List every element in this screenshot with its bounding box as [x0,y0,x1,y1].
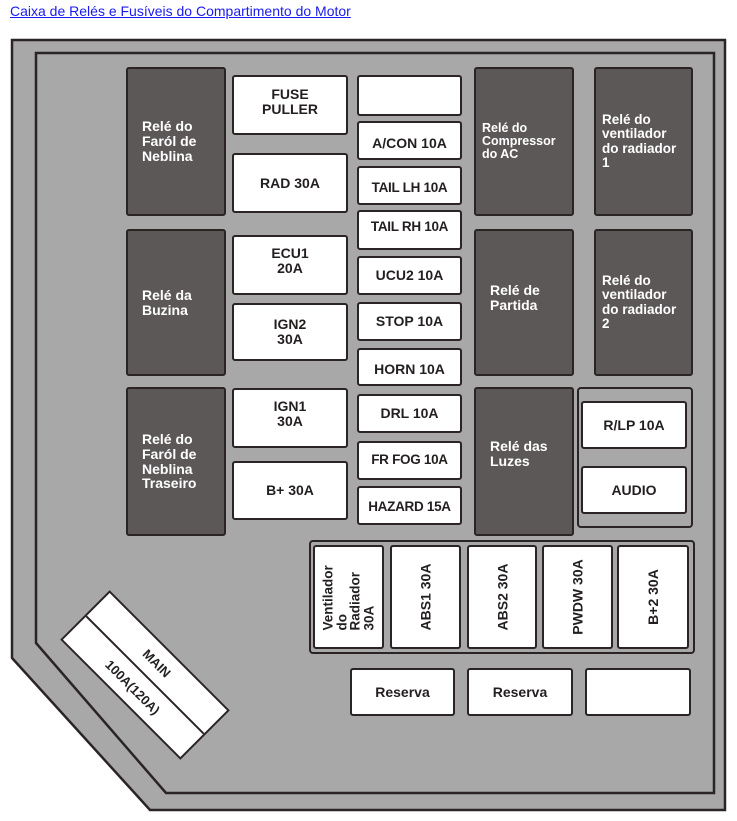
relay-front-fog-light: Relé do Faról de Neblina [126,67,226,216]
relay-label: Relé do Faról de Neblina Traseiro [142,431,197,492]
fuse-label: AUDIO [611,481,657,498]
title-link[interactable]: Caixa de Relés e Fusíveis do Compartimen… [10,3,351,19]
fuse-label: ABS2 30A [494,563,511,631]
relay-label: Relé do Faról de Neblina [142,118,197,164]
relay-rear-fog-light: Relé do Faról de Neblina Traseiro [126,387,226,536]
fuse-label: B+2 30A [645,569,661,625]
fuse-acon: A/CON 10A [357,121,462,160]
fuse-label: IGN1 30A [273,398,307,429]
relay-label: Relé de Partida [490,282,540,313]
fuse-horn: HORN 10A [357,348,462,386]
relay-radiator-fan-2: Relé do ventilador do radiador 2 [594,229,693,376]
fuse-label: IGN2 30A [273,316,307,347]
fuse-fr-fog: FR FOG 10A [357,441,462,480]
fuse-label: A/CON 10A [372,135,447,152]
fuse-hazard: HAZARD 15A [357,486,462,525]
relay-radiator-fan-1: Relé do ventilador do radiador 1 [594,67,693,216]
fuse-label: DRL 10A [380,405,439,422]
fuse-label: FUSE PULLER [262,86,318,117]
fuse-label: HAZARD 15A [368,499,451,515]
fuse-blank [357,75,462,116]
fuse-label: Reserva [492,683,548,700]
fuse-radiator-fan: Ventilador do Radiador 30A [313,545,384,649]
fuse-rlp: R/LP 10A [581,401,687,449]
fuse-label: ECU1 20A [271,245,309,276]
fuse-puller: FUSE PULLER [232,75,348,135]
relay-lights: Relé das Luzes [474,387,574,536]
fuse-label: TAIL RH 10A [370,218,449,234]
fuse-label: ABS1 30A [417,563,434,631]
spare-slot-3 [585,668,691,716]
fuse-label: RAD 30A [260,174,320,191]
spare-slot-2: Reserva [467,668,573,716]
relay-label: Relé do Compressor do AC [482,120,556,162]
relay-label: Relé do ventilador do radiador 2 [602,273,677,331]
fuse-label: PWDW 30A [569,559,586,635]
fuse-label: B+ 30A [266,482,314,499]
relay-horn: Relé da Buzina [126,229,226,376]
fuse-drl: DRL 10A [357,394,462,433]
fuse-pwdw: PWDW 30A [542,545,613,649]
relay-ac-compressor: Relé do Compressor do AC [474,67,574,216]
fuse-bplus: B+ 30A [232,461,348,520]
fuse-label: Ventilador do Radiador 30A [320,565,377,631]
relay-starter: Relé de Partida [474,229,574,376]
fuse-label: TAIL LH 10A [371,180,448,196]
fuse-ecu1: ECU1 20A [232,235,348,295]
fuse-abs2: ABS2 30A [467,545,537,649]
fuse-tail-lh: TAIL LH 10A [357,166,462,205]
relay-label: Relé da Buzina [142,286,192,318]
fuse-ign2: IGN2 30A [232,303,348,361]
fuse-label: STOP 10A [375,313,444,330]
fuse-audio: AUDIO [581,466,687,514]
fuse-ucu2: UCU2 10A [357,256,462,295]
fuse-label: R/LP 10A [603,416,665,433]
fuse-label: UCU2 10A [375,267,444,284]
fuse-bplus2: B+2 30A [617,545,689,649]
spare-slot-1: Reserva [350,668,455,716]
fuse-label: FR FOG 10A [371,452,448,468]
fuse-label: Reserva [375,683,430,700]
fuse-stop: STOP 10A [357,302,462,341]
relay-label: Relé das Luzes [490,438,548,469]
fuse-abs1: ABS1 30A [390,545,461,649]
fuse-tail-rh: TAIL RH 10A [357,210,462,250]
relay-label: Relé do ventilador do radiador 1 [602,112,677,170]
fuse-label: HORN 10A [374,360,445,377]
fuse-rad: RAD 30A [232,153,348,213]
fuse-ign1: IGN1 30A [232,388,348,448]
